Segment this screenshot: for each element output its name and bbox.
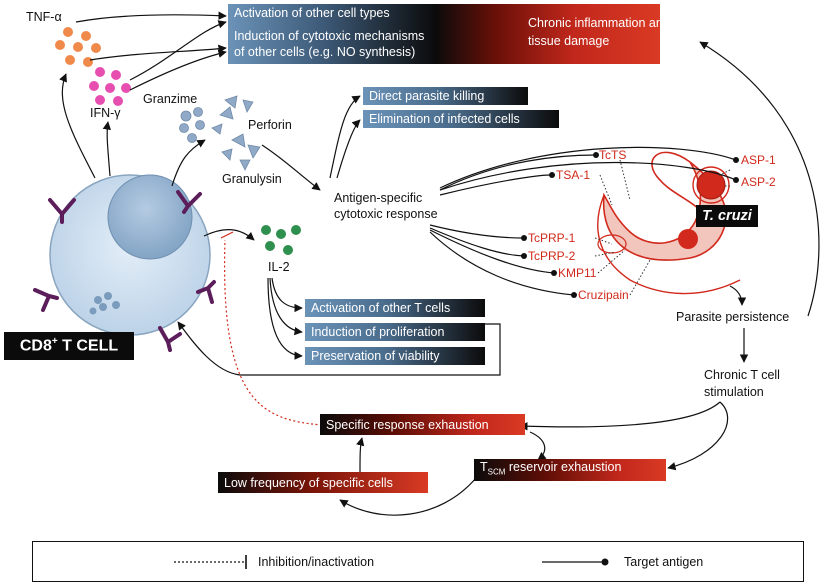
cytotoxic-mechanisms-line1: Induction of cytotoxic mechanisms [234, 29, 425, 43]
cytotoxic-response-line1: Antigen-specific [334, 191, 423, 205]
granzime-label: Granzime [143, 92, 198, 106]
granule-shapes [179, 95, 261, 171]
elimination-infected-cells-label: Elimination of infected cells [369, 112, 520, 126]
antigen-target-lines [429, 146, 737, 296]
chronic-stimulation-line2: stimulation [704, 385, 764, 399]
cytotoxic-response-line2: cytotoxic response [334, 207, 438, 221]
specific-response-exhaustion-label: Specific response exhaustion [326, 417, 489, 432]
cd8-label-sup: + [51, 336, 58, 348]
antigen-tcprp1: TcPRP-1 [528, 231, 576, 245]
tscm-rest: reservoir exhaustion [505, 460, 622, 475]
ifn-gamma-label: IFN-γ [90, 106, 121, 120]
legend-inhibition-label: Inhibition/inactivation [258, 555, 375, 569]
parasite-kinetoplast [696, 170, 726, 200]
antigen-tsa1: TSA-1 [556, 168, 591, 182]
direct-parasite-killing-label: Direct parasite killing [369, 89, 485, 103]
antigen-cruzipain: Cruzipain [578, 288, 629, 302]
il2-label: IL-2 [268, 260, 290, 274]
activation-other-cell-types: Activation of other cell types [234, 6, 390, 20]
cell-nucleus [107, 174, 193, 260]
antigen-target-dots [521, 152, 739, 298]
chronic-inflammation-line1: Chronic inflammation and [528, 16, 670, 30]
preservation-viability-box: Preservation of viability [305, 347, 485, 365]
low-frequency-specific-cells-box: Low frequency of specific cells [218, 472, 428, 493]
specific-response-exhaustion-box: Specific response exhaustion [320, 414, 525, 435]
ifn-gamma-dots [89, 67, 131, 106]
antigen-tcts: TcTS [599, 148, 627, 162]
parasite-nucleus [678, 229, 698, 249]
preservation-viability-label: Preservation of viability [311, 349, 440, 363]
cd8-t-cell [33, 174, 216, 352]
cd8-label-main: CD8 [19, 337, 52, 355]
legend-box [32, 541, 804, 582]
tscm-main: T [480, 460, 488, 475]
inhibition-line [220, 231, 323, 426]
cell-granules [89, 292, 120, 315]
t-cruzi-parasite [597, 151, 741, 295]
induction-proliferation-box: Induction of proliferation [305, 323, 485, 341]
tnf-alpha-dots [55, 27, 101, 67]
legend-inhibition-symbol [174, 555, 247, 569]
activation-other-t-cells-label: Activation of other T cells [311, 301, 451, 315]
top-effects-box [228, 4, 660, 64]
chronic-inflammation-line2: tissue damage [528, 34, 610, 48]
direct-parasite-killing-box: Direct parasite killing [363, 87, 528, 105]
antigen-kmp11: KMP11 [558, 266, 597, 280]
activation-other-t-cells-box: Activation of other T cells [305, 299, 485, 317]
connector-lines [59, 11, 820, 516]
il2-dots [261, 225, 301, 255]
induction-proliferation-label: Induction of proliferation [311, 325, 445, 339]
cd8-label-rest: T CELL [57, 337, 119, 355]
tscm-reservoir-exhaustion-box: TSCM reservoir exhaustion [474, 459, 666, 481]
tnf-alpha-label: TNF-α [26, 10, 62, 24]
tscm-reservoir-exhaustion-label: TSCM reservoir exhaustion [480, 459, 621, 481]
elimination-infected-cells-box: Elimination of infected cells [363, 110, 559, 128]
t-cruzi-label-box: T. cruzi [696, 205, 758, 227]
legend-target-label: Target antigen [624, 555, 704, 569]
cytotoxic-mechanisms-line2: of other cells (e.g. NO synthesis) [234, 45, 416, 59]
low-frequency-specific-cells-label: Low frequency of specific cells [224, 475, 393, 490]
t-cruzi-label: T. cruzi [702, 208, 752, 224]
chronic-stimulation-line1: Chronic T cell [704, 368, 780, 382]
antigen-tcprp2: TcPRP-2 [528, 249, 576, 263]
legend-target-symbol [542, 558, 609, 566]
perforin-label: Perforin [248, 118, 292, 132]
tcr-receptors [33, 190, 216, 352]
cd8-cell-label-box: CD8+ T CELL [4, 332, 134, 360]
antigen-location-dots [594, 159, 731, 296]
granulysin-label: Granulysin [222, 172, 282, 186]
antigen-asp2: ASP-2 [741, 175, 776, 189]
parasite-persistence-label: Parasite persistence [676, 310, 790, 324]
tscm-sub: SCM [487, 467, 506, 477]
antigen-asp1: ASP-1 [741, 153, 776, 167]
